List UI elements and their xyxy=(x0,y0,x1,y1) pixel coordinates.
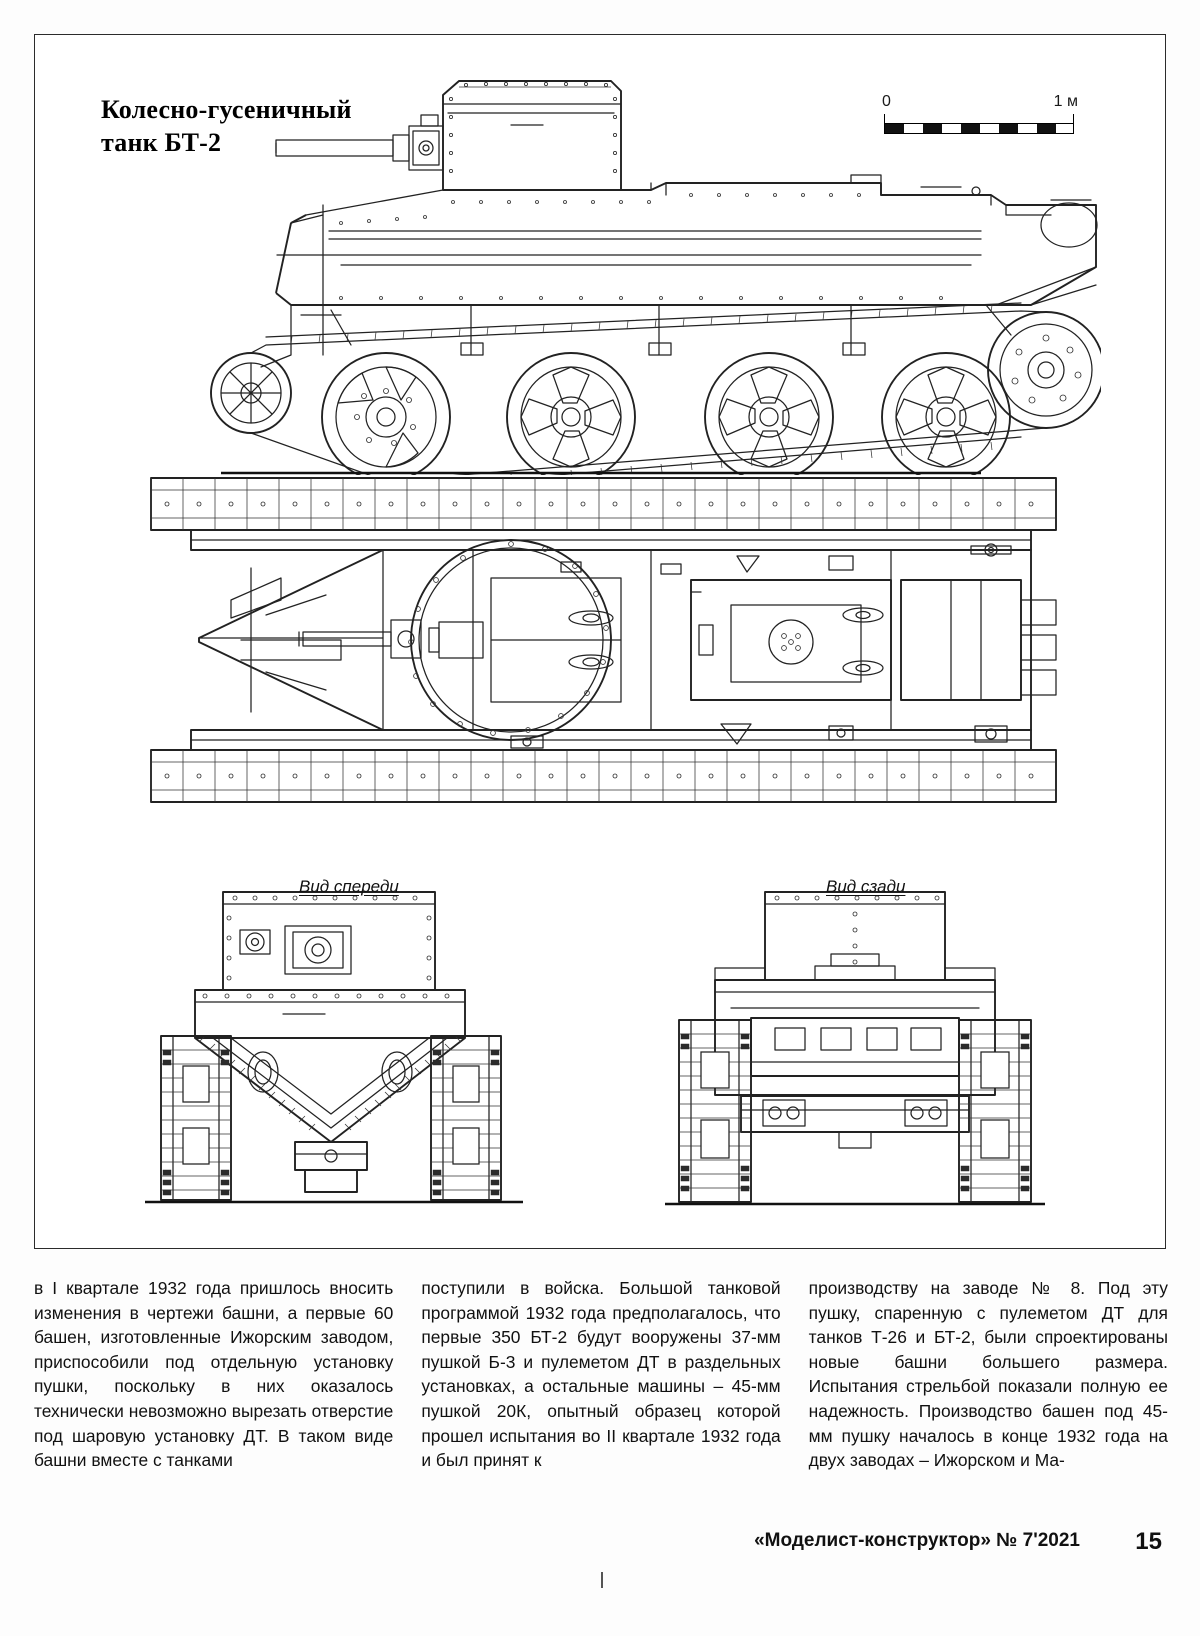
journal-name: «Моделист-конструктор» № 7'2021 xyxy=(754,1530,1080,1551)
article-text-2: поступили в войска. Большой танковой про… xyxy=(421,1278,781,1471)
drawing-plate: Колесно-гусеничный танк БТ-2 0 1 м Вид с… xyxy=(34,34,1166,1249)
front-view-drawing xyxy=(135,870,535,1230)
side-view-svg xyxy=(210,80,1101,475)
scale-label-end: 1 м xyxy=(1053,93,1078,110)
top-view-svg xyxy=(150,477,1057,803)
page-title-line1: Колесно-гусеничный xyxy=(101,95,352,124)
scale-bar: 0 1 м xyxy=(882,93,1078,137)
page-title-line2: танк БТ-2 xyxy=(101,128,222,157)
page-title: Колесно-гусеничный танк БТ-2 xyxy=(101,93,521,159)
front-view-svg xyxy=(145,891,523,1204)
scale-label-start: 0 xyxy=(882,93,891,110)
scale-tick-end xyxy=(1072,114,1074,125)
front-view-caption: Вид спереди xyxy=(299,877,399,896)
article-text-1: в I квартале 1932 года пришлось вносить … xyxy=(34,1278,394,1471)
page-footer: «Моделист-конструктор» № 7'2021 15 xyxy=(34,1528,1168,1588)
side-view-drawing xyxy=(91,55,1101,475)
article-column-1: в I квартале 1932 года пришлось вносить … xyxy=(34,1276,393,1473)
article-text-3: производству на заводе № 8. Под эту пушк… xyxy=(808,1278,1168,1471)
article-columns: в I квартале 1932 года пришлось вносить … xyxy=(34,1276,1168,1473)
rear-view-caption: Вид сзади xyxy=(826,877,906,896)
article-column-2: поступили в войска. Большой танковой про… xyxy=(421,1276,780,1473)
page-number: 15 xyxy=(1135,1528,1162,1555)
scale-bar-segments xyxy=(884,123,1074,134)
rear-view-svg xyxy=(665,891,1045,1206)
scale-tick-start xyxy=(884,114,886,125)
article-column-3: производству на заводе № 8. Под эту пушк… xyxy=(809,1276,1168,1473)
top-view-drawing xyxy=(91,450,1101,830)
fold-mark-icon xyxy=(601,1572,603,1588)
rear-view-drawing xyxy=(655,870,1055,1230)
